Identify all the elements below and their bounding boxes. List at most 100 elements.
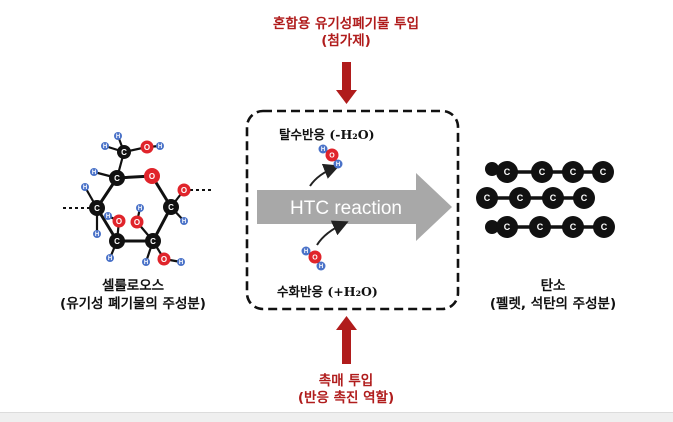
hydrogen-atom: H: [101, 142, 109, 150]
cellulose-description: (유기성 폐기물의 주성분): [60, 296, 206, 312]
svg-text:H: H: [304, 249, 308, 255]
dehydration-formula: (-H₂O): [329, 127, 375, 142]
svg-text:C: C: [600, 167, 607, 177]
carbon-name: 탄소: [540, 278, 566, 294]
water-molecule-bottom: H HO: [301, 246, 326, 271]
svg-text:C: C: [504, 222, 511, 232]
svg-text:H: H: [92, 170, 96, 176]
water-oxygen: O: [308, 250, 322, 264]
hydrogen-atom: H: [106, 254, 114, 262]
top-input-arrow: [336, 62, 357, 104]
hydrogen-atom: H: [142, 258, 150, 266]
carbon-atom: C: [542, 187, 564, 209]
svg-text:O: O: [116, 217, 122, 226]
water-molecule-top: HHO: [318, 144, 343, 169]
hydration-formula: (+H₂O): [327, 284, 378, 299]
water-hydrogen: H: [333, 159, 343, 169]
dehydration-reaction-label: 탈수반응 (-H₂O): [279, 124, 375, 143]
oxygen-atom: O: [157, 252, 171, 266]
svg-text:C: C: [121, 148, 127, 157]
svg-text:H: H: [116, 134, 120, 140]
svg-text:C: C: [550, 193, 557, 203]
svg-text:H: H: [321, 147, 325, 153]
water-hydrogen: H: [301, 246, 311, 256]
ring-oxygen-atom: O: [144, 168, 160, 184]
hydrogen-atom: H: [114, 132, 122, 140]
svg-text:O: O: [134, 218, 140, 227]
hydrogen-atom: H: [180, 217, 188, 225]
carbon-label: 탄소 (펠렛, 석탄의 주성분): [490, 277, 616, 313]
svg-text:H: H: [106, 214, 110, 220]
oxygen-atom: O: [140, 140, 154, 154]
oxygen-atom: O: [112, 214, 126, 228]
svg-text:H: H: [144, 260, 148, 266]
bottom-input-line2: (반응 촉진 역할): [297, 390, 395, 406]
carbon-atom: C: [592, 161, 614, 183]
svg-text:C: C: [581, 193, 588, 203]
bottom-input-arrow: [336, 316, 357, 364]
svg-text:H: H: [319, 264, 323, 270]
dehydration-curve-arrow: [309, 163, 340, 187]
svg-text:C: C: [484, 193, 491, 203]
svg-text:C: C: [570, 167, 577, 177]
oxygen-atom: O: [177, 183, 191, 197]
water-hydrogen: H: [318, 144, 328, 154]
carbon-lattice: C C C C C C C C C C C C: [476, 161, 615, 238]
ring-carbon-atom: C: [109, 233, 125, 249]
bottom-input-line1: 촉매 투입: [318, 373, 374, 389]
hydration-text: 수화반응: [277, 284, 324, 299]
htc-reaction-text: HTC reaction: [290, 198, 402, 219]
bottom-scrollbar-area: [0, 412, 673, 422]
cellulose-name: 셀룰로오스: [101, 278, 165, 294]
bottom-input-label: 촉매 투입 (반응 촉진 역할): [298, 373, 394, 407]
hydration-curve-arrow: [316, 220, 349, 246]
carbon-atom: C: [509, 187, 531, 209]
svg-text:C: C: [150, 237, 156, 246]
svg-text:H: H: [95, 232, 99, 238]
hydrogen-atom: H: [177, 258, 185, 266]
svg-text:H: H: [108, 256, 112, 262]
carbon-atom: C: [529, 216, 551, 238]
dehydration-text: 탈수반응: [279, 127, 326, 142]
ring-carbon-atom: C: [109, 170, 125, 186]
carbon-atom: [485, 162, 499, 176]
carbon-atom: C: [496, 161, 518, 183]
svg-text:H: H: [158, 144, 162, 150]
top-input-line1: 혼합용 유기성폐기물 투입: [272, 16, 420, 32]
svg-text:H: H: [336, 162, 340, 168]
hydrogen-atom: H: [93, 230, 101, 238]
svg-text:C: C: [601, 222, 608, 232]
svg-text:O: O: [144, 143, 150, 152]
carbon-atom: C: [496, 216, 518, 238]
oxygen-atom: O: [130, 215, 144, 229]
cellulose-label: 셀룰로오스 (유기성 폐기물의 주성분): [60, 277, 206, 313]
reactor-box: [245, 109, 460, 311]
ring-carbon-atom: C: [145, 233, 161, 249]
svg-text:O: O: [312, 255, 318, 262]
svg-text:C: C: [539, 167, 546, 177]
svg-text:C: C: [570, 222, 577, 232]
svg-text:C: C: [517, 193, 524, 203]
carbon-atom: C: [531, 161, 553, 183]
ring-carbon-atom: C: [89, 200, 105, 216]
top-input-line2: (첨가제): [321, 33, 371, 49]
svg-text:C: C: [94, 204, 100, 213]
carbon-atom: C: [562, 161, 584, 183]
carbon-atom: C: [476, 187, 498, 209]
hydrogen-atom: H: [156, 142, 164, 150]
svg-text:O: O: [161, 255, 167, 264]
svg-text:H: H: [179, 260, 183, 266]
svg-text:H: H: [182, 219, 186, 225]
svg-text:C: C: [504, 167, 511, 177]
carbon-atom: C: [593, 216, 615, 238]
svg-text:H: H: [83, 185, 87, 191]
water-hydrogen: H: [316, 261, 326, 271]
svg-text:C: C: [114, 237, 120, 246]
hydrogen-atom: H: [136, 204, 144, 212]
svg-text:O: O: [149, 172, 155, 181]
ring-carbon-atom: C: [163, 199, 179, 215]
svg-text:C: C: [537, 222, 544, 232]
